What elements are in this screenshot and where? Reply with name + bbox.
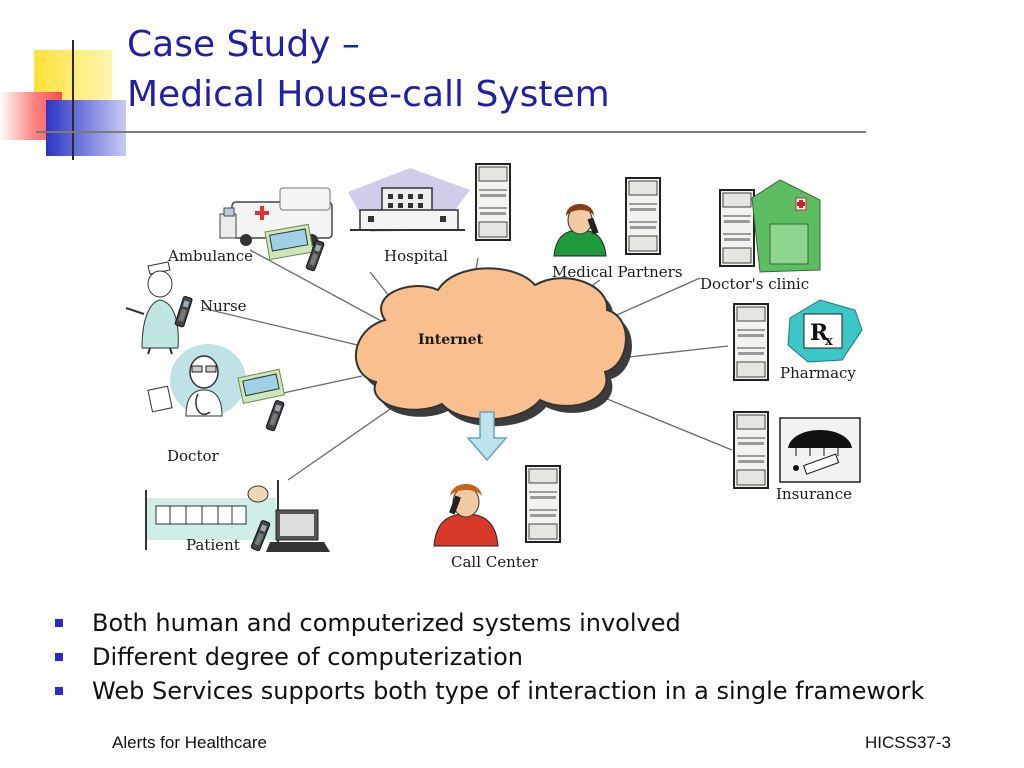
insurance-server-icon [733,411,769,489]
doctor-figure-icon [147,344,246,417]
monitor-chart-icon [264,223,314,261]
hospital-node: Hospital [348,163,511,265]
clinic-server-icon [719,189,755,267]
person-on-phone-icon [553,204,607,257]
doctors-clinic-node: Doctor's clinic [700,179,821,293]
node-label-medical-partners: Medical Partners [552,263,683,281]
bullet-text: Web Services supports both type of inter… [92,677,925,705]
person-on-phone-icon [433,484,499,547]
nurse-figure-icon [125,261,179,355]
footer-left-text: Alerts for Healthcare [112,733,267,752]
bullet-item: Different degree of computerization [55,640,924,674]
node-label-nurse: Nurse [200,297,247,315]
bullet-square-icon [55,619,63,627]
bullet-item: Both human and computerized systems invo… [55,606,924,640]
internet-label: Internet [418,332,484,348]
call-center-server-icon [525,465,561,543]
medical-partners-server-icon [625,177,661,255]
node-label-ambulance: Ambulance [167,247,253,265]
prescription-rx-icon: R x [787,299,863,363]
hospital-server-icon [475,163,511,241]
bullet-item: Web Services supports both type of inter… [55,674,924,708]
clinic-building-icon [751,179,821,273]
laptop-icon [266,509,330,552]
patient-node: Patient [145,480,330,554]
corner-decoration [0,40,130,160]
node-label-pharmacy: Pharmacy [780,364,856,382]
insurance-umbrella-icon [779,417,861,483]
node-label-doctors-clinic: Doctor's clinic [700,275,809,293]
ambulance-node: Ambulance [167,187,333,272]
node-label-insurance: Insurance [776,485,852,503]
node-label-doctor: Doctor [167,447,220,465]
hospital-bed-icon [145,480,279,550]
pharmacy-server-icon [733,303,769,381]
bullet-text: Different degree of computerization [92,643,523,671]
slide-title-line-2: Medical House-call System [127,74,610,115]
bullet-text: Both human and computerized systems invo… [92,609,681,637]
hospital-building-icon [350,187,465,231]
title-divider [36,131,866,133]
call-center-node: Call Center [433,465,561,571]
node-label-hospital: Hospital [384,247,448,265]
bullet-square-icon [55,653,63,661]
insurance-node: Insurance [733,411,861,503]
mobile-phone-icon [174,295,194,328]
arrow-down-icon [466,411,508,462]
mobile-phone-icon [265,399,285,432]
svg-text:x: x [825,334,833,349]
svg-text:R: R [810,320,829,346]
bullet-list: Both human and computerized systems invo… [55,606,924,708]
slide-title: Case Study – Medical House-call System [127,20,610,120]
doctor-node: Doctor [147,344,286,465]
internet-cloud: Internet [354,267,632,427]
medical-partners-node: Medical Partners [552,177,683,281]
slide-title-line-1: Case Study – [127,24,360,65]
node-label-patient: Patient [186,536,240,554]
footer-slide-id: HICSS37-3 [865,733,951,752]
node-label-call-center: Call Center [451,553,539,571]
bullet-square-icon [55,687,63,695]
pharmacy-node: R x Pharmacy [733,299,863,382]
network-diagram: Internet Ambulance [120,150,890,580]
monitor-chart-icon [237,368,286,405]
nurse-node: Nurse [125,261,247,355]
